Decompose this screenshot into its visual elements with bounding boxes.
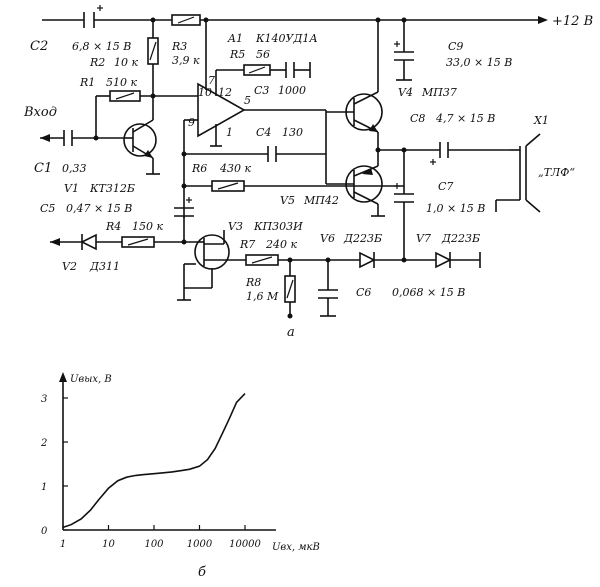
v3-label: V3 — [228, 220, 243, 233]
v6-value: Д223Б — [343, 232, 382, 245]
r6-value: 430 к — [219, 162, 251, 175]
x-tick-label: 1 — [60, 539, 66, 550]
v2-label: V2 — [62, 260, 77, 273]
v5-label: V5 — [280, 194, 295, 207]
c4-label: C4 — [256, 126, 271, 139]
r2-label: R2 — [89, 56, 105, 69]
pin10-label: 10 — [198, 86, 212, 99]
v4-label: V4 — [398, 86, 413, 99]
r1-label: R1 — [79, 76, 95, 89]
r4-label: R4 — [105, 220, 121, 233]
v4-value: МП37 — [421, 86, 457, 99]
c4-value: 130 — [282, 126, 303, 139]
c9-value: 33,0 × 15 В — [446, 56, 512, 69]
x-axis-title: Uвх, мкВ — [272, 542, 320, 553]
c2-value: 6,8 × 15 В — [72, 40, 131, 53]
r5-label: R5 — [229, 48, 245, 61]
c6-label: C6 — [356, 286, 371, 299]
c2-label: C2 — [30, 39, 48, 54]
c5-label: C5 — [40, 202, 55, 215]
y-tick-label: 1 — [41, 482, 47, 493]
point-a-label: а — [287, 325, 295, 340]
v7-value: Д223Б — [441, 232, 480, 245]
x-tick-label: 1000 — [187, 539, 213, 550]
series-line — [62, 393, 246, 529]
transistor-v1 — [123, 96, 160, 175]
transistor-v3 — [177, 230, 246, 301]
c8-label: C8 — [410, 112, 425, 125]
a1-value: К140УД1А — [255, 32, 318, 45]
y-tick-label: 0 — [41, 526, 48, 537]
capacitor-c2 — [83, 5, 103, 28]
r3-label: R3 — [171, 40, 187, 53]
v1-value: КТ312Б — [89, 182, 135, 195]
c7-value: 1,0 × 15 В — [426, 202, 485, 215]
y-axis-title: Uвых, В — [70, 374, 112, 385]
r7-label: R7 — [239, 238, 255, 251]
r6-label: R6 — [191, 162, 207, 175]
phone-jack-x1 — [495, 133, 541, 213]
phone-label: „ТЛФ“ — [538, 166, 575, 179]
r4-value: 150 к — [132, 220, 163, 233]
transfer-characteristic-chart: Uвых, В Uвх, мкВ 1 10 100 1000 10000 0 1 2 3 — [40, 372, 320, 553]
pin7-label: 7 — [208, 74, 215, 87]
y-axis-arrow — [59, 372, 67, 382]
v5-value: МП42 — [303, 194, 339, 207]
c3-label: C3 — [254, 84, 269, 97]
opamp-a1 — [184, 20, 326, 147]
transistor-v4 — [326, 20, 383, 166]
supply-rail — [42, 16, 548, 24]
r1-value: 510 к — [106, 76, 137, 89]
c5-value: 0,47 × 15 В — [66, 202, 132, 215]
x-tick-label: 100 — [144, 539, 164, 550]
v6-label: V6 — [320, 232, 335, 245]
transistor-v5 — [326, 165, 385, 217]
x1-label: X1 — [533, 114, 549, 127]
a1-label: A1 — [227, 32, 243, 45]
pin1-label: 1 — [226, 126, 233, 139]
r5-value: 56 — [256, 48, 270, 61]
c3-value: 1000 — [278, 84, 306, 97]
pin12-label: 12 — [218, 86, 232, 99]
x-tick-label: 10 — [102, 539, 115, 550]
c9-label: C9 — [448, 40, 463, 53]
v3-value: КП303И — [253, 220, 303, 233]
c1-value: 0,33 — [62, 162, 87, 175]
c6-value: 0,068 × 15 В — [392, 286, 465, 299]
c8-value: 4,7 × 15 В — [435, 112, 495, 125]
input-label: Вход — [23, 105, 57, 120]
resistor-r3 — [171, 14, 201, 26]
y-tick-label: 3 — [41, 394, 47, 405]
c1-label: C1 — [34, 161, 52, 176]
r8-label: R8 — [245, 276, 261, 289]
supply-label: +12 В — [552, 14, 593, 29]
v7-label: V7 — [416, 232, 431, 245]
r2-value: 10 к — [114, 56, 138, 69]
r8-value: 1,6 М — [246, 290, 279, 303]
v2-value: Д311 — [89, 260, 120, 273]
v1-label: V1 — [64, 182, 79, 195]
graph-letter-label: б — [198, 565, 206, 580]
x-tick-label: 10000 — [229, 539, 261, 550]
c7-label: C7 — [438, 180, 453, 193]
pin9-label: 9 — [188, 116, 195, 129]
pin5-label: 5 — [244, 94, 251, 107]
r3-value: 3,9 к — [172, 54, 200, 67]
y-tick-label: 2 — [40, 438, 47, 449]
r7-value: 240 к — [265, 238, 297, 251]
